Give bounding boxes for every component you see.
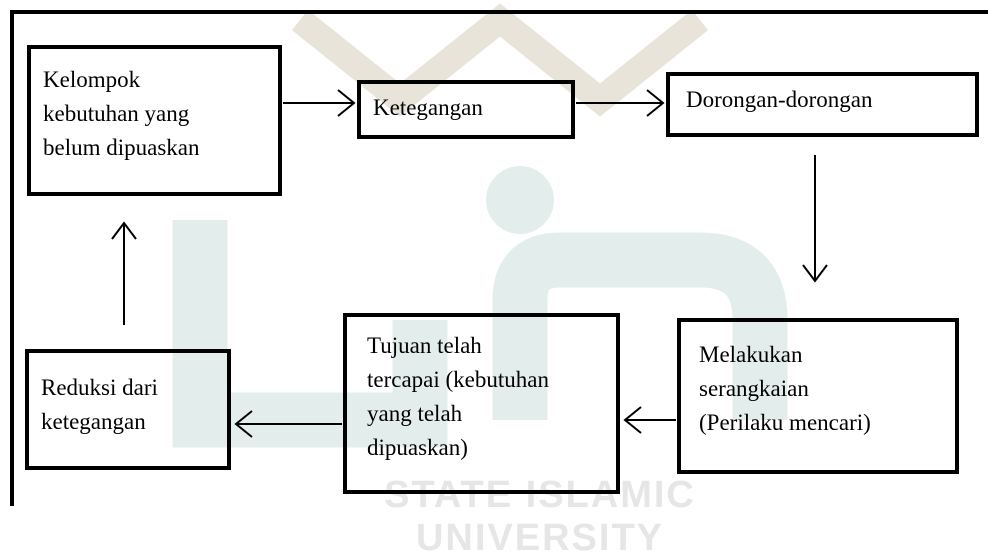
node-goal-achieved-line-2: tercapai (kebutuhan	[367, 367, 549, 392]
frame-top-border	[10, 10, 988, 14]
arrow-search-to-goal	[623, 406, 676, 434]
node-unmet-needs-line-2: kebutuhan yang	[43, 101, 190, 126]
node-drives: Dorongan-dorongan	[666, 72, 979, 137]
node-tension-reduction: Reduksi dari ketegangan	[25, 349, 231, 470]
node-tension-reduction-line-1: Reduksi dari	[41, 375, 158, 400]
node-goal-achieved-line-3: yang telah	[367, 401, 463, 426]
node-goal-achieved-line-4: dipuaskan)	[367, 435, 468, 460]
node-goal-achieved: Tujuan telah tercapai (kebutuhan yang te…	[343, 313, 620, 494]
arrows-layer	[111, 89, 828, 438]
node-unmet-needs: Kelompok kebutuhan yang belum dipuaskan	[27, 45, 282, 196]
node-search-behavior-line-1: Melakukan	[699, 342, 803, 367]
node-drives-label: Dorongan-dorongan	[686, 87, 873, 112]
frame-left-border	[10, 10, 14, 506]
node-tension: Ketegangan	[357, 80, 575, 139]
node-search-behavior-line-2: serangkaian	[699, 376, 809, 401]
node-unmet-needs-line-3: belum dipuaskan	[43, 135, 200, 160]
node-tension-reduction-line-2: ketegangan	[41, 409, 146, 434]
arrow-reduction-to-needs	[111, 221, 137, 325]
node-search-behavior-line-3: (Perilaku mencari)	[699, 410, 871, 435]
node-unmet-needs-line-1: Kelompok	[43, 67, 141, 92]
node-goal-achieved-line-1: Tujuan telah	[367, 333, 482, 358]
arrow-needs-to-tension	[283, 89, 356, 117]
node-tension-label: Ketegangan	[373, 95, 483, 120]
node-search-behavior: Melakukan serangkaian (Perilaku mencari)	[677, 318, 959, 474]
arrow-drives-to-search	[802, 155, 828, 283]
arrow-tension-to-drives	[576, 89, 665, 117]
arrow-goal-to-reduction	[234, 410, 342, 438]
